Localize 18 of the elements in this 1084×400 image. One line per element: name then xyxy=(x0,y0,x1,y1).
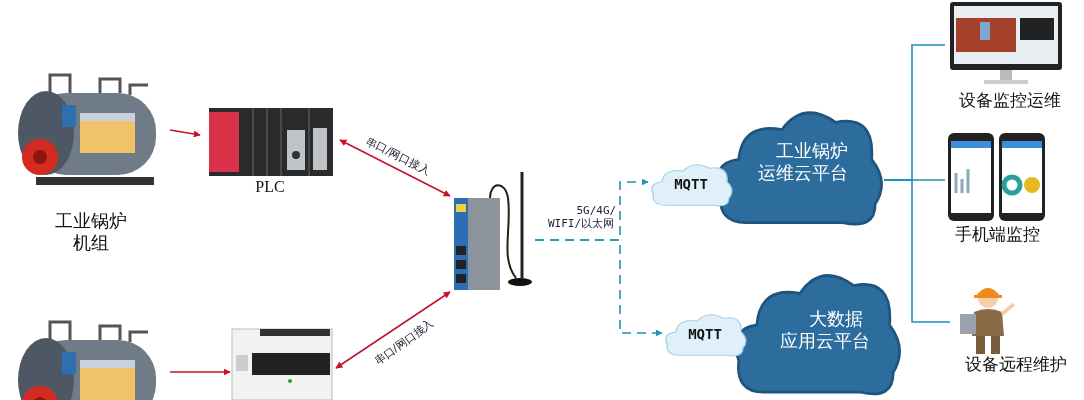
arrow xyxy=(169,368,231,376)
caption-text: 设备监控运维 xyxy=(958,90,1062,111)
caption-text: 工业锅炉机组 xyxy=(54,210,128,254)
edge-label: 5G/4G/WIFI/以太网 xyxy=(547,204,619,230)
edge-label: 串口/网口接入 xyxy=(363,134,433,178)
cloud-label: MQTT xyxy=(673,175,709,193)
caption-text: PLC xyxy=(254,177,286,197)
caption-text: 手机端监控 xyxy=(954,224,1041,245)
cloud-label: 大数据应用云平台 xyxy=(780,308,871,352)
cloud-label: 工业锅炉运维云平台 xyxy=(758,140,849,184)
arrow xyxy=(335,291,451,369)
arrow xyxy=(339,139,451,197)
arrow xyxy=(169,129,201,138)
edge-label: 串口/网口接入 xyxy=(371,315,437,369)
caption-text: 设备远程维护 xyxy=(964,354,1068,375)
cloud-label: MQTT xyxy=(687,325,723,343)
connector-line xyxy=(883,179,951,323)
arrow xyxy=(534,239,663,337)
